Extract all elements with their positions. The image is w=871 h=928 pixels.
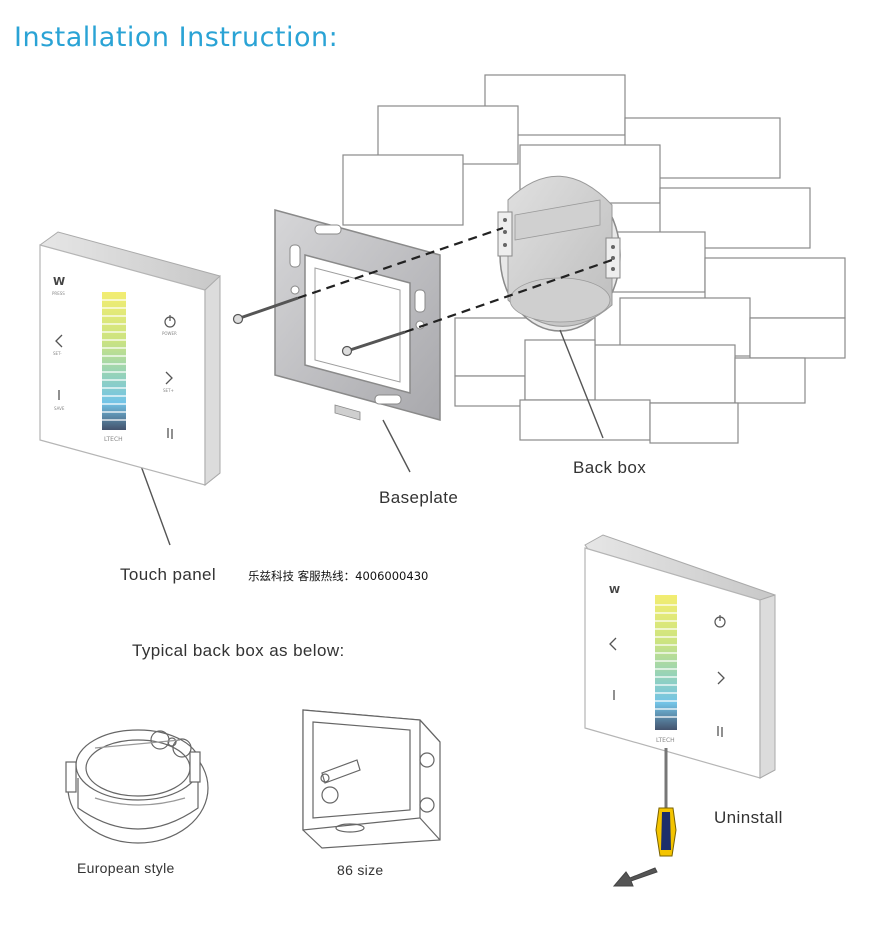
power-caption: POWER [162,331,177,336]
back-box-illustration [497,175,621,332]
page-title: Installation Instruction: [14,22,339,53]
touch-panel-illustration: W PRESS POWER SET- SET+ SAVE LTECH [39,231,221,487]
mounting-screws [239,296,406,352]
screwdriver-icon [655,748,677,857]
plus-caption: SET+ [163,388,174,393]
uninstall-label: Uninstall [714,808,783,827]
brick-wall [342,74,846,444]
european-style-label: European style [77,860,175,876]
86-back-box-illustration [302,709,441,849]
european-back-box-illustration [65,729,209,844]
service-hotline: 乐兹科技 客服热线：4006000430 [248,569,429,583]
plus-key-icon [165,371,173,385]
86-size-label: 86 size [337,862,384,878]
panel-brand-2: LTECH [656,737,675,744]
w-key-text: W [53,275,65,288]
w-key-text-2: W [609,585,620,596]
baseplate-label: Baseplate [379,488,459,507]
uninstall-panel-illustration: W LTECH [584,534,776,779]
leader-lines [136,329,604,546]
w-key-caption: PRESS [52,291,65,296]
pull-arrow-icon [612,867,658,887]
typical-back-box-heading: Typical back box as below: [132,641,345,660]
guide-lines [297,226,613,334]
minus-key-icon [55,334,63,348]
minus-caption: SET- [53,351,62,356]
baseplate-illustration [274,209,441,421]
touch-panel-label: Touch panel [120,565,217,584]
minus-key-icon-2 [609,637,617,651]
save-caption: SAVE [54,406,65,411]
back-box-label: Back box [573,458,647,477]
plus-key-icon-2 [717,671,725,685]
panel-brand: LTECH [104,436,123,443]
